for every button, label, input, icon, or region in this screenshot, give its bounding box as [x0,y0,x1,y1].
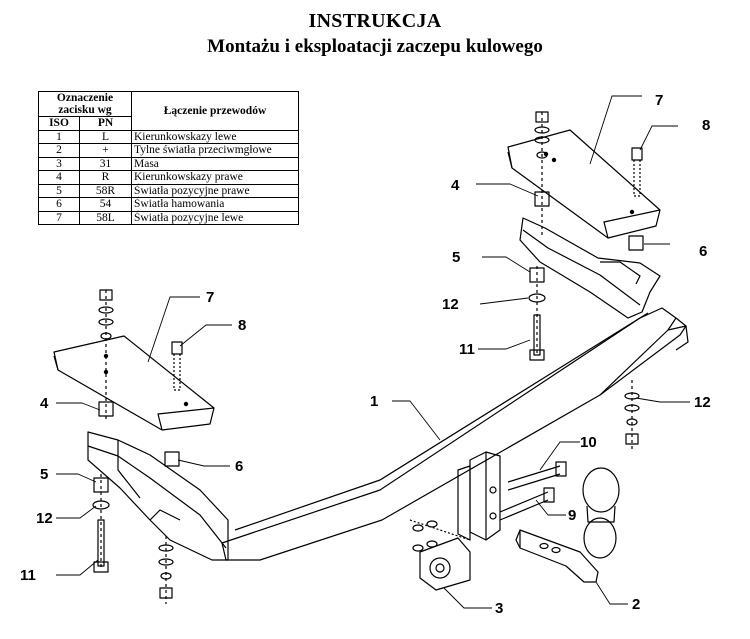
label-10: 10 [580,434,597,451]
right-top-fastener-stack [534,111,550,236]
label-3: 3 [495,600,503,617]
right-plate-part [507,129,661,239]
label-7-right: 7 [655,92,663,109]
right-bolt-part [631,147,643,197]
pn-cell: 58R [79,183,132,198]
label-12-right-lower: 12 [694,394,711,411]
leader-lines [56,95,690,609]
callout-labels: 1 2 3 4 4 5 5 6 6 7 7 8 8 9 10 11 11 12 … [20,92,711,617]
table-header-row: Oznaczenie zacisku wg Łączenie przewodów [38,91,299,131]
right-bracket-part [519,217,661,319]
page-title: INSTRUKCJA [308,10,442,32]
label-6-right: 6 [699,243,707,260]
left-top-fastener-stack [98,289,114,420]
left-bracket-part [87,431,229,561]
left-lower-fastener-stack [158,536,174,604]
pn-cell: 58L [79,210,132,225]
table-subheader-row: ISO PN [38,116,299,131]
desc-cell: Kierunkowskazy prawe [131,170,299,185]
tow-ball-part [515,467,620,583]
page-subtitle: Montażu i eksploatacji zaczepu kulowego [207,36,543,57]
desc-cell: Światła pozycyjne lewe [131,210,299,225]
label-8-left: 8 [238,317,246,334]
left-mid-fastener-stack [92,451,180,573]
ball-mount-bracket [457,451,501,541]
socket-plate-part [409,519,471,591]
label-11-right: 11 [459,341,475,358]
wire-connection-header: Łączenie przewodów [131,91,299,131]
crossbeam-part [221,307,689,561]
label-4-left: 4 [40,395,49,412]
label-2: 2 [632,596,640,613]
label-5-left: 5 [40,466,48,483]
label-7-left: 7 [206,289,214,306]
right-lower-fastener-stack [624,380,640,450]
label-1: 1 [370,393,378,410]
table-row: 7 58L Światła pozycyjne lewe [38,210,299,225]
label-4-right: 4 [451,177,460,194]
label-6-left: 6 [235,458,243,475]
table-row: 2 + Tylne światła przeciwmgłowe [38,143,299,158]
label-11-left: 11 [20,567,36,584]
table-row: 5 58R Światła pozycyjne prawe [38,183,299,198]
label-5-right: 5 [452,249,460,266]
desc-cell: Kierunkowskazy lewe [131,129,299,144]
label-12-left: 12 [36,510,53,527]
label-9: 9 [568,507,576,524]
left-bolt-part [171,341,183,391]
table-row: 4 R Kierunkowskazy prawe [38,170,299,185]
ball-bolts-part [499,461,567,521]
wiring-table: Oznaczenie zacisku wg Łączenie przewodów… [38,91,299,225]
desc-cell: Światła pozycyjne prawe [131,183,299,198]
label-12-right-upper: 12 [442,296,459,313]
terminal-designation-header: Oznaczenie zacisku wg [38,91,132,117]
left-plate-part [53,335,215,431]
pn-header: PN [79,116,132,131]
right-mid-fastener-stack [528,235,644,361]
label-8-right: 8 [702,117,710,134]
